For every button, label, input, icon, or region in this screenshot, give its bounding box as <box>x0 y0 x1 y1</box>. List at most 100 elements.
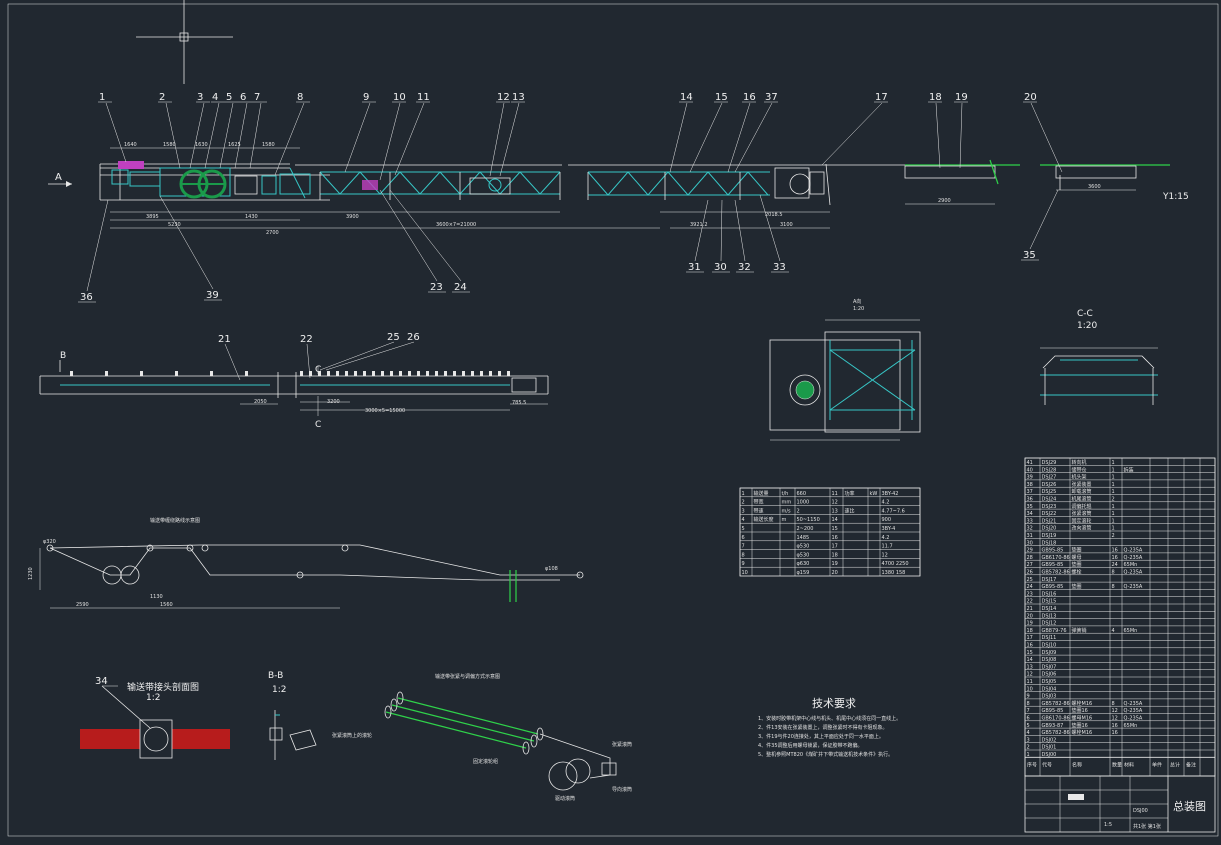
routing-title: 输送带缠绕路线示意图 <box>150 517 200 524</box>
balloon-label-14: 14 <box>680 92 693 103</box>
balloon-5: 5 <box>219 92 239 169</box>
technical-requirements: 技术要求 1、安装时胶带机架中心线与机头、机尾中心线须在同一直线上。 2、件13… <box>758 697 901 758</box>
bom-cell: 垫圈 <box>1072 547 1082 554</box>
bom-cell: DSJ15 <box>1042 599 1057 605</box>
tech-note-2: 2、件13安装在张紧装置上，调整张紧时不得有卡阻现象。 <box>758 724 888 731</box>
bom-cell: 8 <box>1112 701 1115 707</box>
param-cell: 900 <box>882 517 892 523</box>
balloon-20: 20 <box>1023 92 1063 173</box>
bom-cell: 29 <box>1027 548 1033 554</box>
param-cell: 10 <box>742 570 748 576</box>
param-cell: 4 <box>742 517 745 523</box>
title-block-scale: 1:5 <box>1104 822 1112 828</box>
bom-cell: 6 <box>1027 716 1030 722</box>
bom-cell: 螺栓M16 <box>1072 729 1093 736</box>
balloon-label-4: 4 <box>212 92 218 103</box>
bom-cell: 21 <box>1027 606 1033 612</box>
balloon-label-31: 31 <box>688 262 701 273</box>
b-b-section-view: B-B 1:2 <box>268 671 317 760</box>
bom-cell: DSJ07 <box>1042 664 1057 670</box>
param-cell: 16 <box>832 535 838 541</box>
balloon-label-36: 36 <box>80 292 93 303</box>
bom-cell: 16 <box>1112 548 1118 554</box>
idler-mark <box>390 371 393 376</box>
param-cell: 50~1150 <box>797 517 820 523</box>
idler-mark <box>105 371 108 376</box>
dim-d16: 3600 <box>1088 184 1101 190</box>
view-label-a: A <box>55 172 62 183</box>
param-cell: 功率 <box>845 490 855 497</box>
bom-cell: 8 <box>1112 570 1115 576</box>
dim-d25: φ320 <box>43 539 56 545</box>
bom-cell: GB6170-86 <box>1042 716 1070 722</box>
bom-cell: DSJ10 <box>1042 643 1057 649</box>
param-cell: 9 <box>742 561 745 567</box>
plan-idler-marks <box>70 371 510 376</box>
balloon-label-18: 18 <box>929 92 942 103</box>
tensioning-diagram: 输送带张紧与调偏方式示意图 张紧滚筒上的滚轮 固定滚轮组 驱动滚筒 张紧滚筒 导… <box>332 673 632 802</box>
idler-mark <box>498 371 501 376</box>
bom-cell: 1 <box>1112 511 1115 517</box>
bom-cell: DSJ28 <box>1042 467 1057 473</box>
cc-scale: 1:20 <box>1077 321 1097 331</box>
param-cell: φ159 <box>797 570 810 576</box>
bom-cell: DSJ20 <box>1042 526 1057 532</box>
idler-mark <box>210 371 213 376</box>
bom-cell: DSJ19 <box>1042 533 1057 539</box>
bom-cell: 弹簧销 <box>1072 627 1087 634</box>
balloon-label-15: 15 <box>715 92 728 103</box>
balloon-label-39: 39 <box>206 290 219 301</box>
bom-cell: 1 <box>1112 504 1115 510</box>
param-cell: 1380 158 <box>882 570 906 576</box>
idler-mark <box>399 371 402 376</box>
balloon-label-21: 21 <box>218 334 231 345</box>
elevation-dimensions: 1640 1580 1630 1625 1580 3895 5230 1430 … <box>110 142 1136 236</box>
param-cell: 12 <box>832 500 838 506</box>
idler-mark <box>444 371 447 376</box>
param-cell: φ530 <box>797 544 810 550</box>
bom-cell: 1 <box>1112 460 1115 466</box>
dim-d5: 1580 <box>262 142 275 148</box>
balloon-23: 23 <box>379 189 446 293</box>
bom-cell: 8 <box>1027 701 1030 707</box>
bom-cell: 33 <box>1027 518 1033 524</box>
view-label-b: B <box>60 351 66 361</box>
idler-mark <box>480 371 483 376</box>
idler-mark <box>175 371 178 376</box>
balloon-2: 2 <box>158 92 181 169</box>
idler-mark <box>471 371 474 376</box>
bom-cell: DSJ09 <box>1042 650 1057 656</box>
bom-cell: 垫圈16 <box>1072 722 1088 729</box>
balloon-1: 1 <box>98 92 127 163</box>
param-cell: 1485 <box>797 535 810 541</box>
balloon-label-3: 3 <box>197 92 203 103</box>
a-view-drum <box>789 374 821 406</box>
bom-cell: DSJ25 <box>1042 489 1057 495</box>
param-cell: kW <box>870 491 878 497</box>
a-direction-view: A向 1:20 <box>769 298 921 441</box>
param-cell: 2 <box>797 508 800 514</box>
bom-cell: DSJ08 <box>1042 657 1057 663</box>
joint-scale: 1:2 <box>146 693 160 703</box>
idler-mark <box>381 371 384 376</box>
param-cell: 19 <box>832 561 838 567</box>
balloon-label-9: 9 <box>363 92 369 103</box>
bom-cell: 机尾滚筒 <box>1072 496 1092 503</box>
bom-cell: 36 <box>1027 497 1033 503</box>
bom-cell: 26 <box>1027 570 1033 576</box>
bom-header: 单件 <box>1152 761 1162 768</box>
balloon-37: 37 <box>734 92 778 173</box>
bom-cell: 16 <box>1112 730 1118 736</box>
balloon-label-26: 26 <box>407 332 420 343</box>
tension-note-5: 导向滚筒 <box>612 786 632 793</box>
dim-d3: 1630 <box>195 142 208 148</box>
bom-cell: 8 <box>1112 584 1115 590</box>
bom-cell: 23 <box>1027 591 1033 597</box>
bom-cell: 1 <box>1112 467 1115 473</box>
dim-d11: 3600×7=21000 <box>436 222 476 228</box>
bom-cell: 1 <box>1112 475 1115 481</box>
balloon-34: 34 <box>95 676 118 687</box>
param-cell: 7 <box>742 544 745 550</box>
